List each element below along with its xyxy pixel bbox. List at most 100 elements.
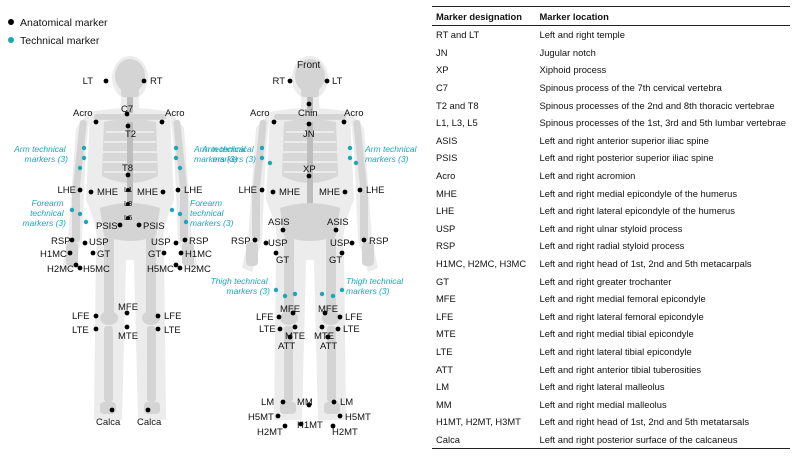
marker-designation-cell: C7 bbox=[436, 82, 448, 94]
marker-designation-cell: RT and LT bbox=[436, 29, 480, 41]
legend-technical: Technical marker bbox=[20, 35, 100, 47]
marker-label: H2MC bbox=[184, 264, 211, 275]
technical-label-forearm-left: Forearm technical markers (3) bbox=[23, 198, 67, 228]
front-view: Front RT bbox=[201, 55, 419, 438]
marker-location-cell: Left and right lateral epicondyle of the… bbox=[539, 205, 735, 217]
marker-label: PSIS bbox=[96, 221, 118, 232]
marker-label: USP bbox=[268, 238, 288, 249]
marker-label: LM bbox=[340, 397, 353, 408]
technical-label-thigh-right: Thigh technical markers (3) bbox=[346, 276, 406, 296]
legend-anatomical: Anatomical marker bbox=[20, 17, 108, 29]
marker-label: H5MT bbox=[345, 412, 371, 423]
column-header-designation: Marker designation bbox=[432, 6, 536, 26]
marker-location-cell: Left and right acromion bbox=[539, 170, 636, 182]
marker-label: Calca bbox=[96, 417, 121, 428]
marker-location-cell: Spinous process of the 7th cervical vert… bbox=[539, 82, 722, 94]
marker-location-cell: Left and right posterior superior iliac … bbox=[539, 152, 714, 164]
marker-label: H2MT bbox=[332, 427, 358, 438]
marker-label: ATT bbox=[320, 341, 337, 352]
marker-designation-cell: T2 and T8 bbox=[436, 99, 479, 111]
marker-location-cell: Left and right posterior surface of the … bbox=[535, 430, 790, 450]
marker-label: Acro bbox=[165, 108, 185, 119]
marker-label: LHE bbox=[239, 185, 257, 196]
marker-label: USP bbox=[89, 237, 109, 248]
marker-label: RT bbox=[273, 76, 286, 87]
technical-label-arm-right: Arm technical markers (3) bbox=[364, 144, 419, 164]
skeleton-diagram: Anatomical marker Technical marker bbox=[8, 17, 419, 438]
marker-label: H1MC bbox=[40, 249, 67, 260]
marker-designation-cell: Calca bbox=[432, 430, 536, 450]
legend: Anatomical marker Technical marker bbox=[8, 17, 108, 47]
marker-label: T8 bbox=[122, 163, 133, 174]
technical-marker-swatch bbox=[8, 37, 14, 43]
marker-label: L1 bbox=[124, 185, 132, 194]
marker-label: RSP bbox=[189, 236, 209, 247]
marker-designation-cell: MFE bbox=[436, 293, 456, 305]
back-anatomical-markers bbox=[67, 78, 188, 413]
marker-location-cell: Left and right lateral femoral epicondyl… bbox=[539, 310, 704, 322]
marker-label: GT bbox=[97, 249, 110, 260]
marker-label: MFE bbox=[280, 304, 300, 315]
marker-designation-cell: XP bbox=[436, 64, 449, 76]
marker-label: Acro bbox=[73, 108, 93, 119]
marker-label: XP bbox=[303, 164, 316, 175]
marker-location-cell: Left and right ulnar styloid process bbox=[539, 222, 683, 234]
marker-location-cell: Left and right medial tibial epicondyle bbox=[539, 328, 694, 340]
marker-location-cell: Spinous processes of the 2nd and 8th tho… bbox=[539, 99, 775, 111]
marker-designation-cell: GT bbox=[436, 275, 450, 287]
technical-label-arm-left: Arm technical markers (3) bbox=[13, 144, 68, 164]
table-row: LFE Left and right lateral femoral epicon… bbox=[432, 308, 790, 326]
marker-label: LTE bbox=[72, 325, 89, 336]
marker-designation-cell: H1MT, H2MT, H3MT bbox=[436, 416, 521, 428]
marker-designation-cell: RSP bbox=[436, 240, 456, 252]
marker-label: H5MC bbox=[147, 264, 174, 275]
technical-label-thigh-left: Thigh technical markers (3) bbox=[210, 276, 270, 296]
marker-designation-cell: ASIS bbox=[436, 134, 458, 146]
marker-designation-cell: MTE bbox=[436, 328, 456, 340]
marker-designation-cell: LHE bbox=[436, 205, 455, 217]
marker-location-cell: Left and right anterior superior iliac s… bbox=[539, 134, 709, 146]
marker-label: PSIS bbox=[143, 221, 165, 232]
marker-label: H1MC bbox=[185, 249, 212, 260]
table-row: MTE Left and right medial tibial epicondy… bbox=[432, 325, 790, 343]
marker-label: LHE bbox=[366, 185, 384, 196]
marker-placement-figure: Anatomical marker Technical marker bbox=[8, 17, 419, 438]
marker-label: LT bbox=[83, 76, 94, 87]
marker-label: MHE bbox=[319, 187, 340, 198]
marker-label: T2 bbox=[125, 129, 136, 140]
marker-label: MTE bbox=[314, 331, 334, 342]
marker-label: C7 bbox=[121, 104, 133, 115]
marker-location-cell: Left and right anterior tibial tuberosit… bbox=[539, 363, 702, 375]
marker-label: MM bbox=[297, 397, 313, 408]
front-view-title: Front bbox=[297, 60, 321, 71]
marker-label: USP bbox=[330, 238, 350, 249]
marker-designation-cell: LFE bbox=[436, 310, 454, 322]
marker-label: ATT bbox=[278, 341, 295, 352]
front-technical-markers bbox=[259, 145, 359, 299]
marker-designation-cell: PSIS bbox=[436, 152, 458, 164]
marker-location-cell: Left and right radial styloid process bbox=[539, 240, 685, 252]
marker-label: LHE bbox=[184, 185, 202, 196]
marker-label: JN bbox=[303, 129, 315, 140]
marker-location-cell: Jugular notch bbox=[539, 46, 596, 58]
marker-label: LFE bbox=[345, 312, 362, 323]
marker-label: H2MC bbox=[47, 264, 74, 275]
marker-designation-cell: H1MC, H2MC, H3MC bbox=[436, 258, 527, 270]
marker-label: Acro bbox=[344, 108, 364, 119]
technical-label-arm-left: Arm technical markers (3) bbox=[201, 144, 256, 164]
marker-location-cell: Left and right lateral malleolus bbox=[539, 381, 665, 393]
marker-label: LFE bbox=[72, 311, 89, 322]
marker-label: LFE bbox=[256, 312, 273, 323]
marker-label: MFE bbox=[318, 304, 338, 315]
marker-label: MFE bbox=[118, 302, 138, 313]
marker-label: LTE bbox=[164, 325, 181, 336]
